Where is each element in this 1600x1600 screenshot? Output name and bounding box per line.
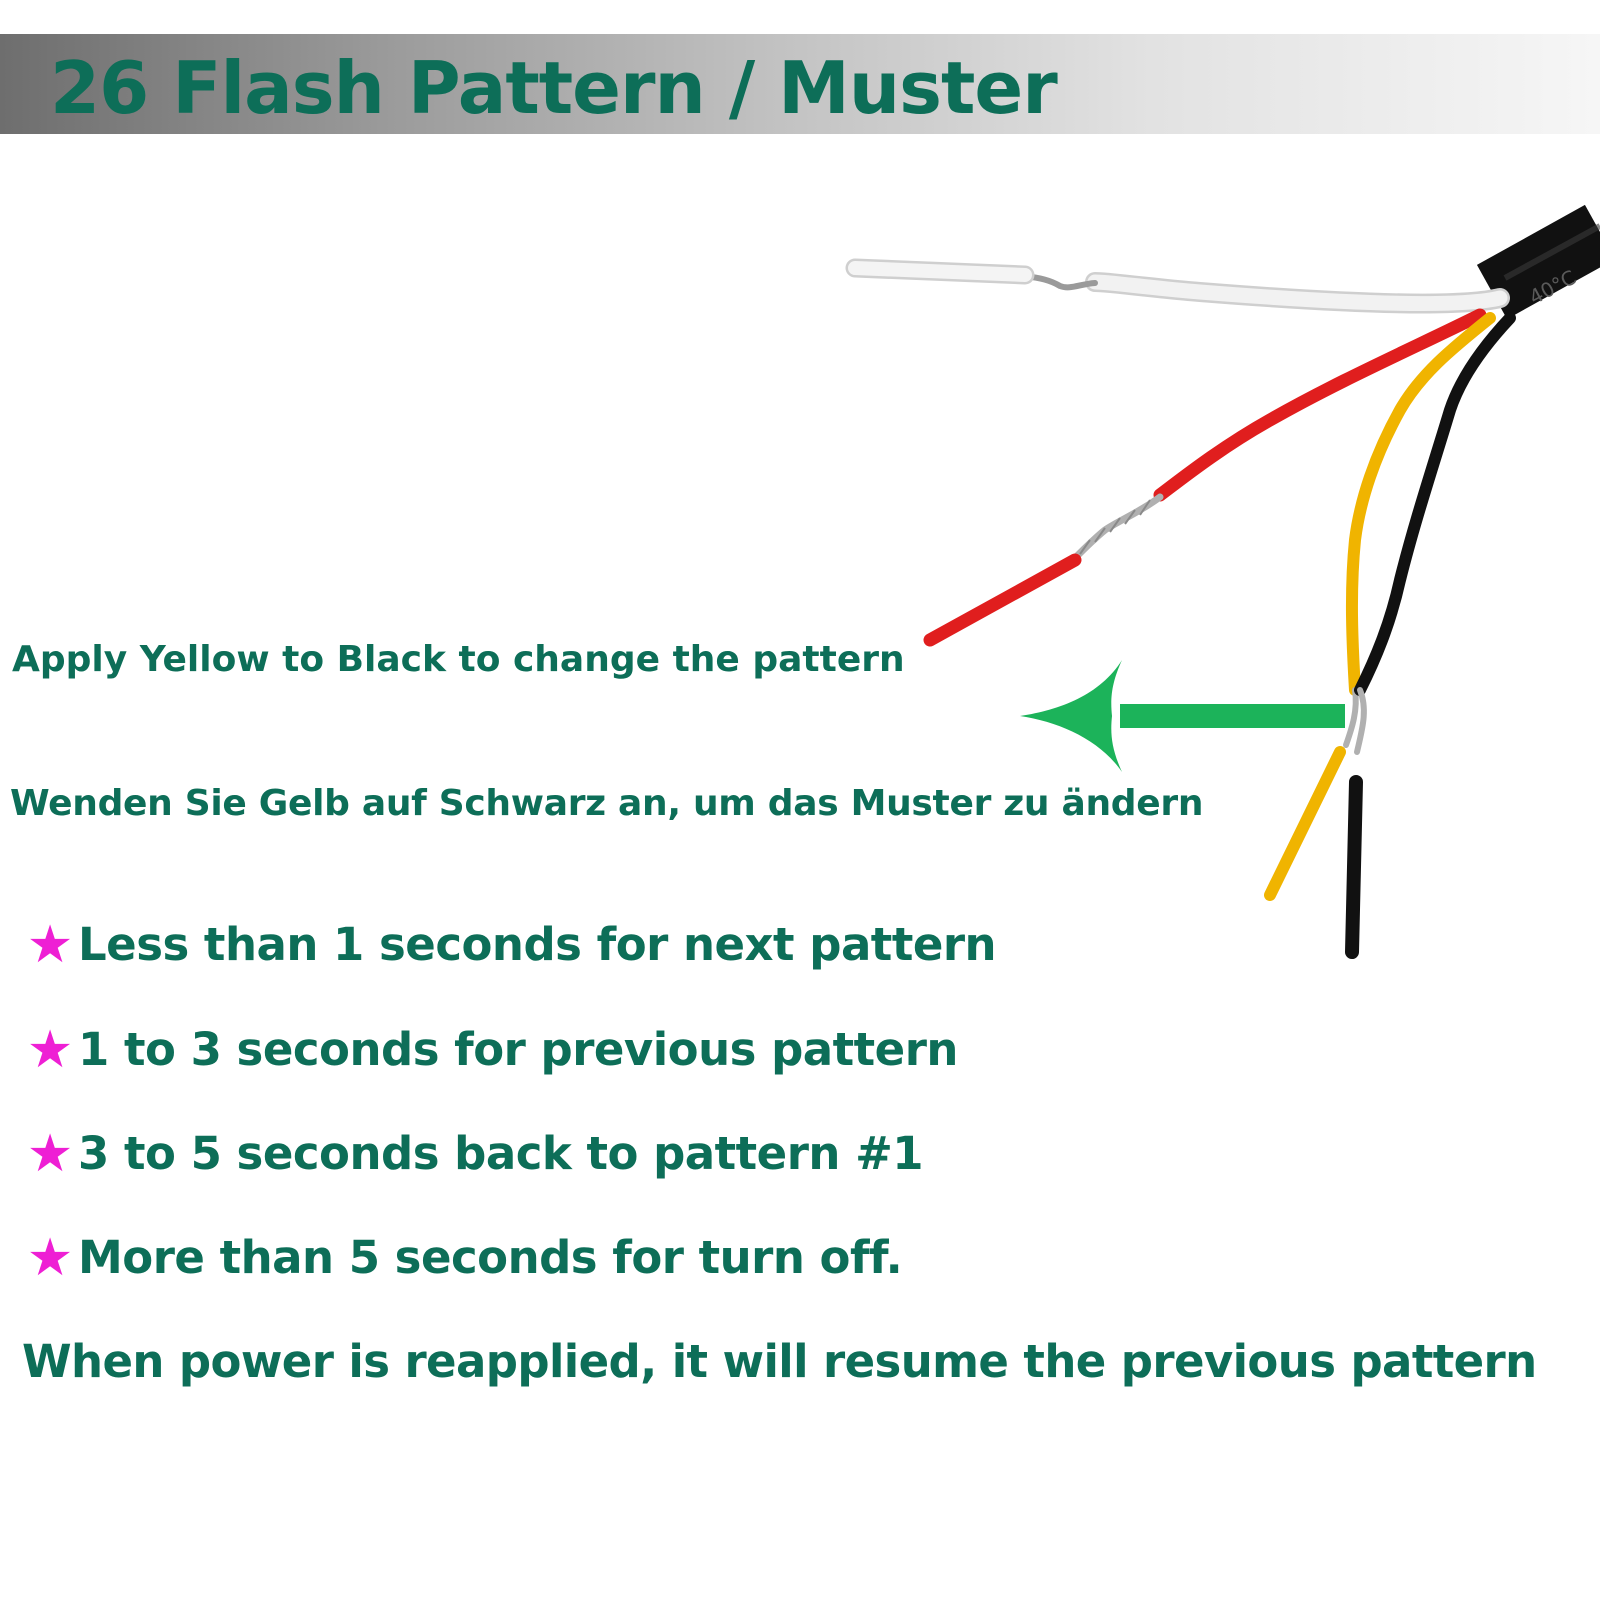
rule-item: ★1 to 3 seconds for previous pattern	[22, 1020, 959, 1080]
black-wire	[1345, 312, 1516, 959]
rule-text: More than 5 seconds for turn off.	[78, 1231, 903, 1284]
instruction-german: Wenden Sie Gelb auf Schwarz an, um das M…	[10, 783, 1204, 824]
rule-text: Less than 1 seconds for next pattern	[78, 918, 997, 971]
title-bar	[0, 34, 1600, 134]
yellow-wire	[1264, 312, 1496, 901]
resume-note: When power is reapplied, it will resume …	[22, 1335, 1537, 1388]
star-icon: ★	[26, 1020, 74, 1080]
rule-item: ★Less than 1 seconds for next pattern	[22, 915, 997, 975]
rule-text: 1 to 3 seconds for previous pattern	[78, 1023, 958, 1076]
star-icon: ★	[26, 1228, 74, 1288]
rule-item: ★More than 5 seconds for turn off.	[22, 1228, 903, 1288]
rule-text: 3 to 5 seconds back to pattern #1	[78, 1127, 924, 1180]
page-title: 26 Flash Pattern / Muster	[50, 46, 1058, 130]
rule-item: ★3 to 5 seconds back to pattern #1	[22, 1124, 924, 1184]
instruction-english: Apply Yellow to Black to change the patt…	[12, 639, 905, 680]
star-icon: ★	[26, 1124, 74, 1184]
star-icon: ★	[26, 915, 74, 975]
red-wire	[923, 308, 1487, 647]
green-arrow-left	[1020, 660, 1345, 772]
white-wire	[845, 258, 1510, 314]
